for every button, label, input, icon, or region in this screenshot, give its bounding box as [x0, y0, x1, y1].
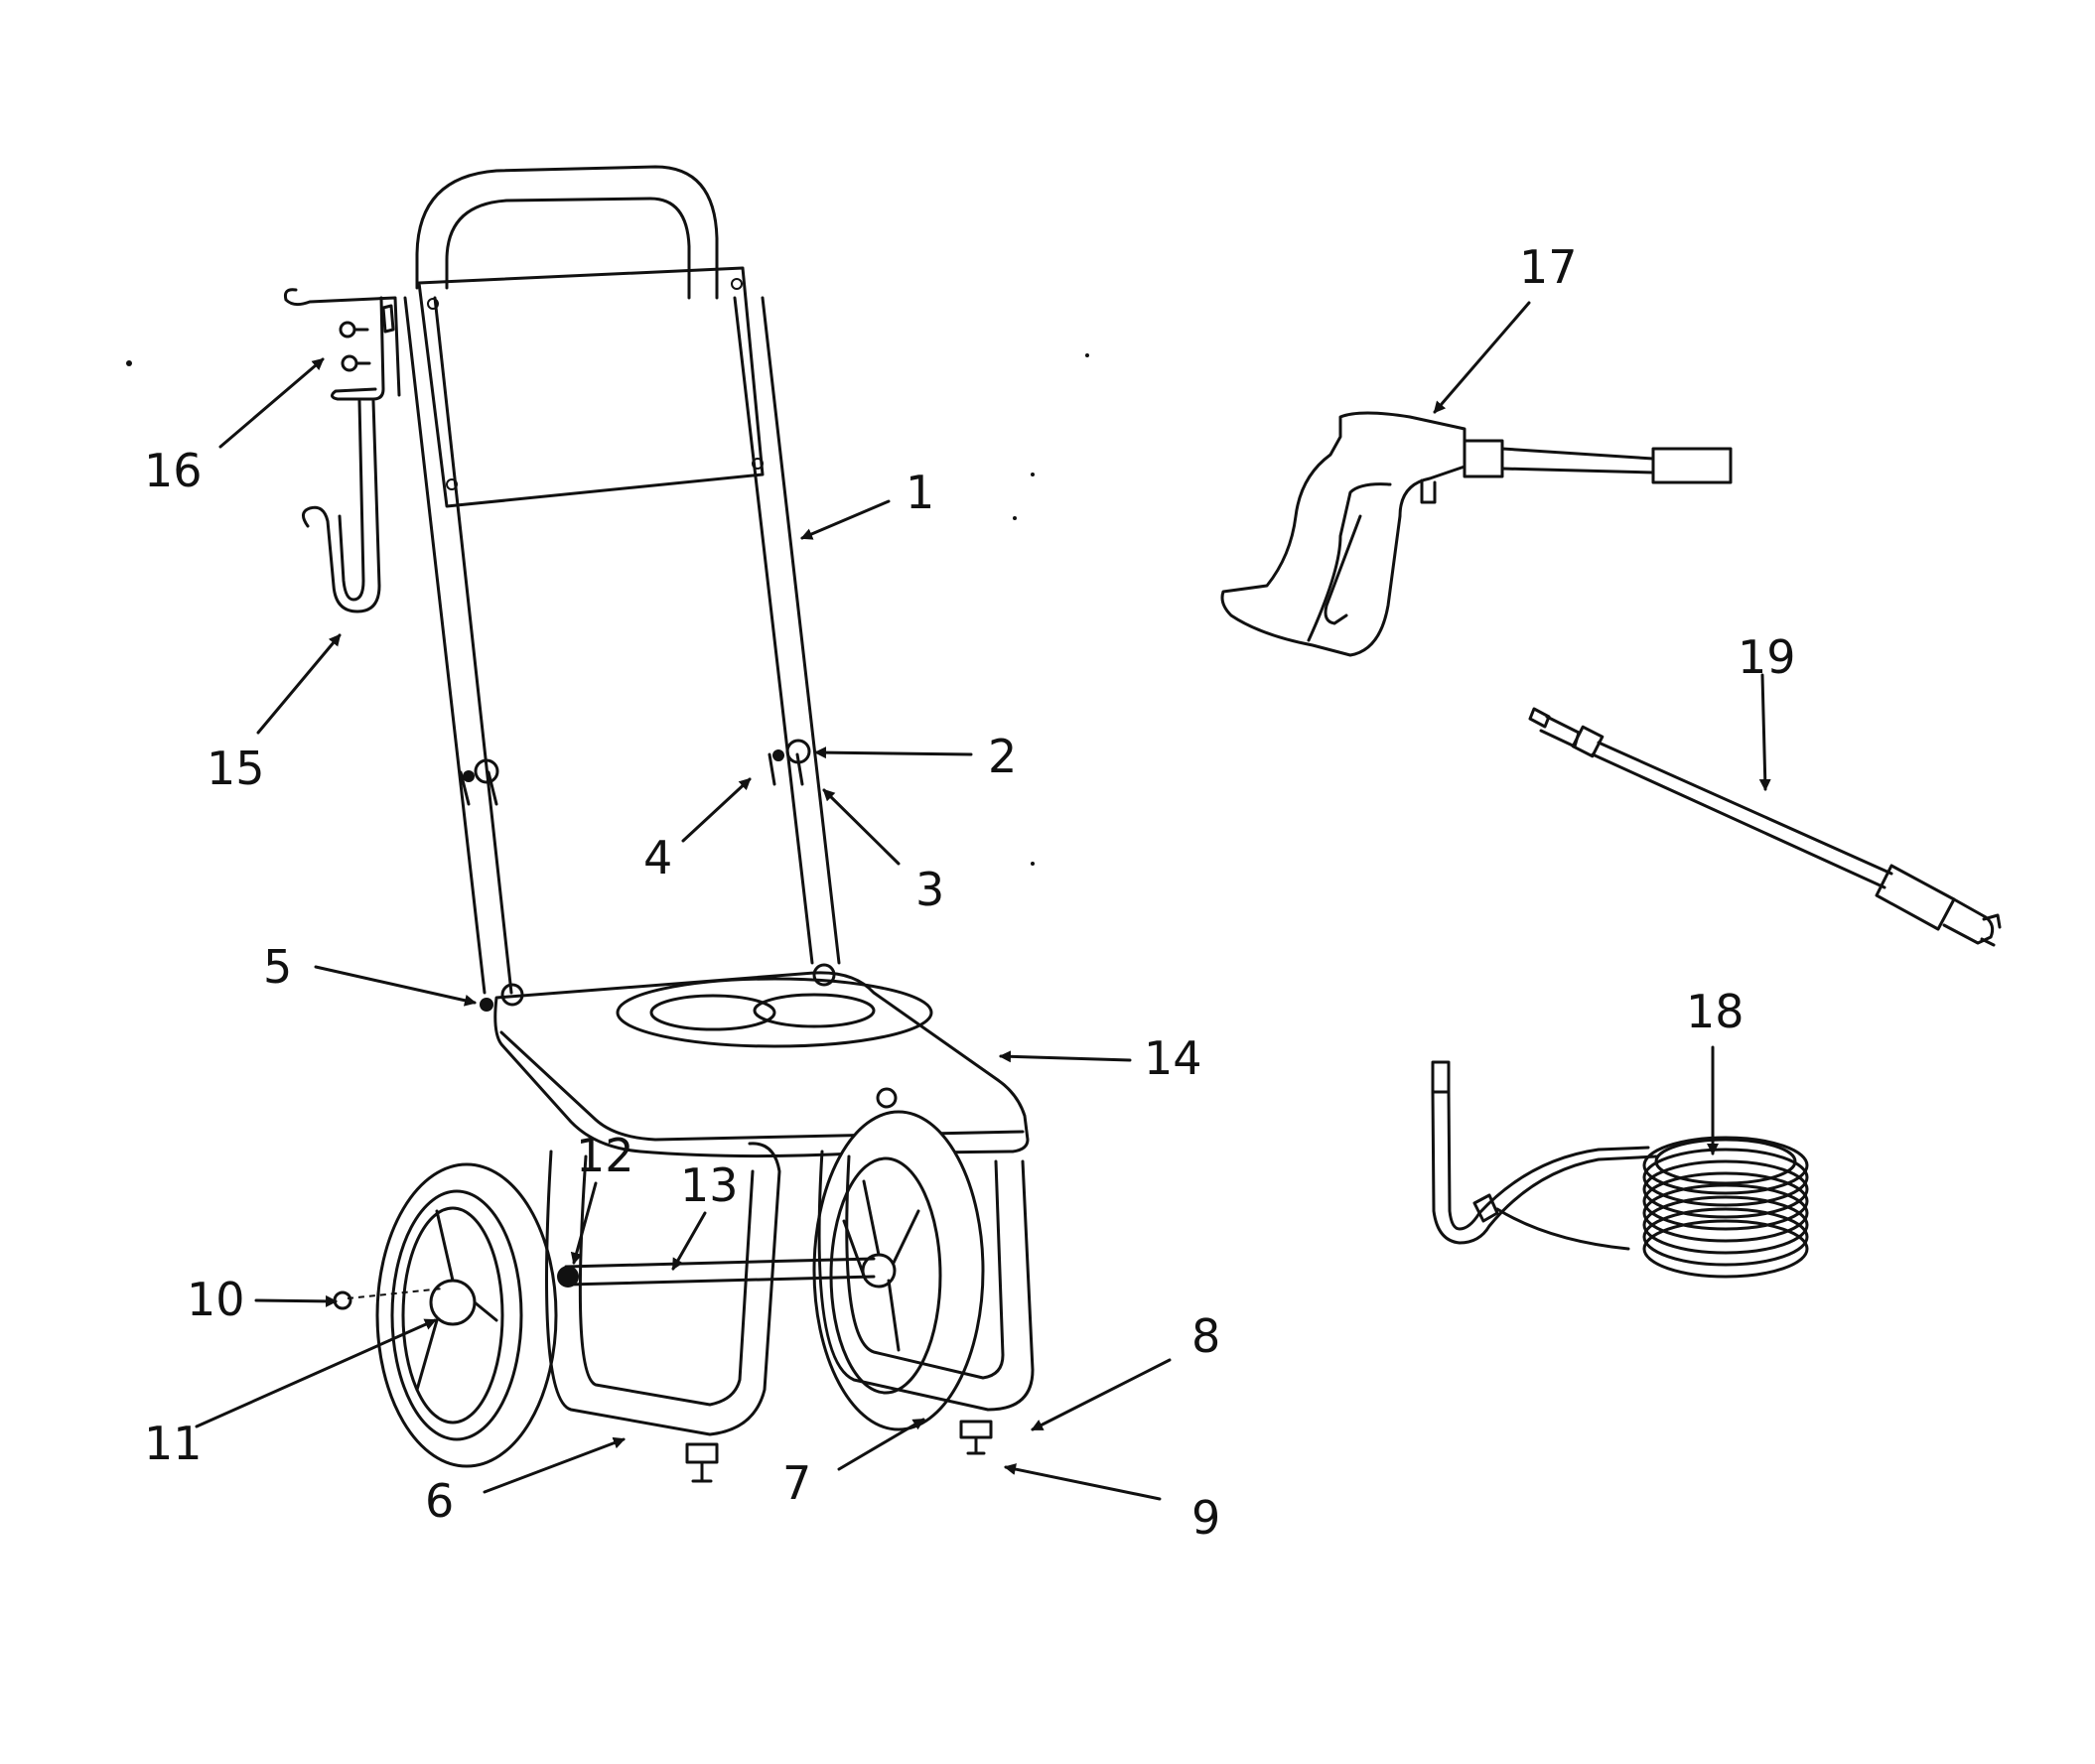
callout-7: 7	[782, 1456, 811, 1510]
frame-panel	[417, 266, 765, 508]
callout-19: 19	[1738, 630, 1796, 684]
callout-5: 5	[263, 940, 292, 994]
engine-base	[493, 971, 1030, 1158]
arrow-10	[254, 1294, 338, 1307]
arrow-13	[671, 1211, 707, 1271]
arrow-8	[1031, 1358, 1172, 1431]
arrow-7	[837, 1418, 925, 1471]
frame-knob-left	[463, 758, 499, 784]
callout-10: 10	[187, 1273, 245, 1326]
right-wheel	[812, 1110, 985, 1431]
arrow-16	[218, 357, 325, 449]
arrow-11	[195, 1318, 437, 1428]
arrow-2	[814, 746, 973, 759]
axle	[333, 1257, 876, 1310]
callout-3: 3	[915, 863, 944, 916]
leader-arrows	[195, 301, 1771, 1501]
callout-4: 4	[643, 831, 672, 884]
arrow-3	[822, 788, 901, 866]
arrow-12	[570, 1181, 598, 1265]
callout-12: 12	[576, 1129, 634, 1182]
hose-hook	[302, 399, 381, 613]
arrow-9	[1004, 1463, 1162, 1501]
hose-coil	[1642, 1136, 1809, 1279]
callout-14: 14	[1144, 1031, 1202, 1085]
gun-holder-bracket	[284, 288, 401, 401]
callout-18: 18	[1686, 985, 1745, 1038]
callout-16: 16	[144, 444, 203, 497]
spray-wand	[1528, 707, 2002, 947]
cart-handle-frame	[403, 165, 841, 995]
arrow-4	[681, 777, 752, 843]
arrow-5	[314, 965, 477, 1007]
arrow-15	[256, 633, 342, 735]
front-leg-right	[817, 1150, 1035, 1455]
callout-15: 15	[207, 742, 265, 795]
arrow-17	[1433, 301, 1531, 414]
left-wheel	[375, 1162, 558, 1468]
callout-9: 9	[1191, 1491, 1220, 1545]
callout-17: 17	[1519, 240, 1578, 294]
arrow-19	[1758, 673, 1771, 791]
arrow-14	[999, 1050, 1132, 1063]
scan-specks	[126, 353, 1089, 866]
callout-2: 2	[988, 730, 1017, 783]
arrow-6	[483, 1436, 626, 1494]
callout-6: 6	[425, 1474, 454, 1528]
spray-gun	[1220, 411, 1733, 657]
high-pressure-hose	[1431, 1060, 1809, 1279]
callout-labels: 1 2 3 4 5 6 7 8 9 10 11 12 13 14 15 16 1…	[144, 240, 1796, 1545]
front-leg-left	[545, 1142, 781, 1483]
callout-1: 1	[906, 466, 934, 519]
callout-11: 11	[144, 1417, 203, 1470]
arrow-1	[800, 499, 891, 540]
callout-13: 13	[680, 1158, 739, 1212]
callout-8: 8	[1191, 1309, 1220, 1363]
frame-knob-right	[772, 739, 811, 764]
